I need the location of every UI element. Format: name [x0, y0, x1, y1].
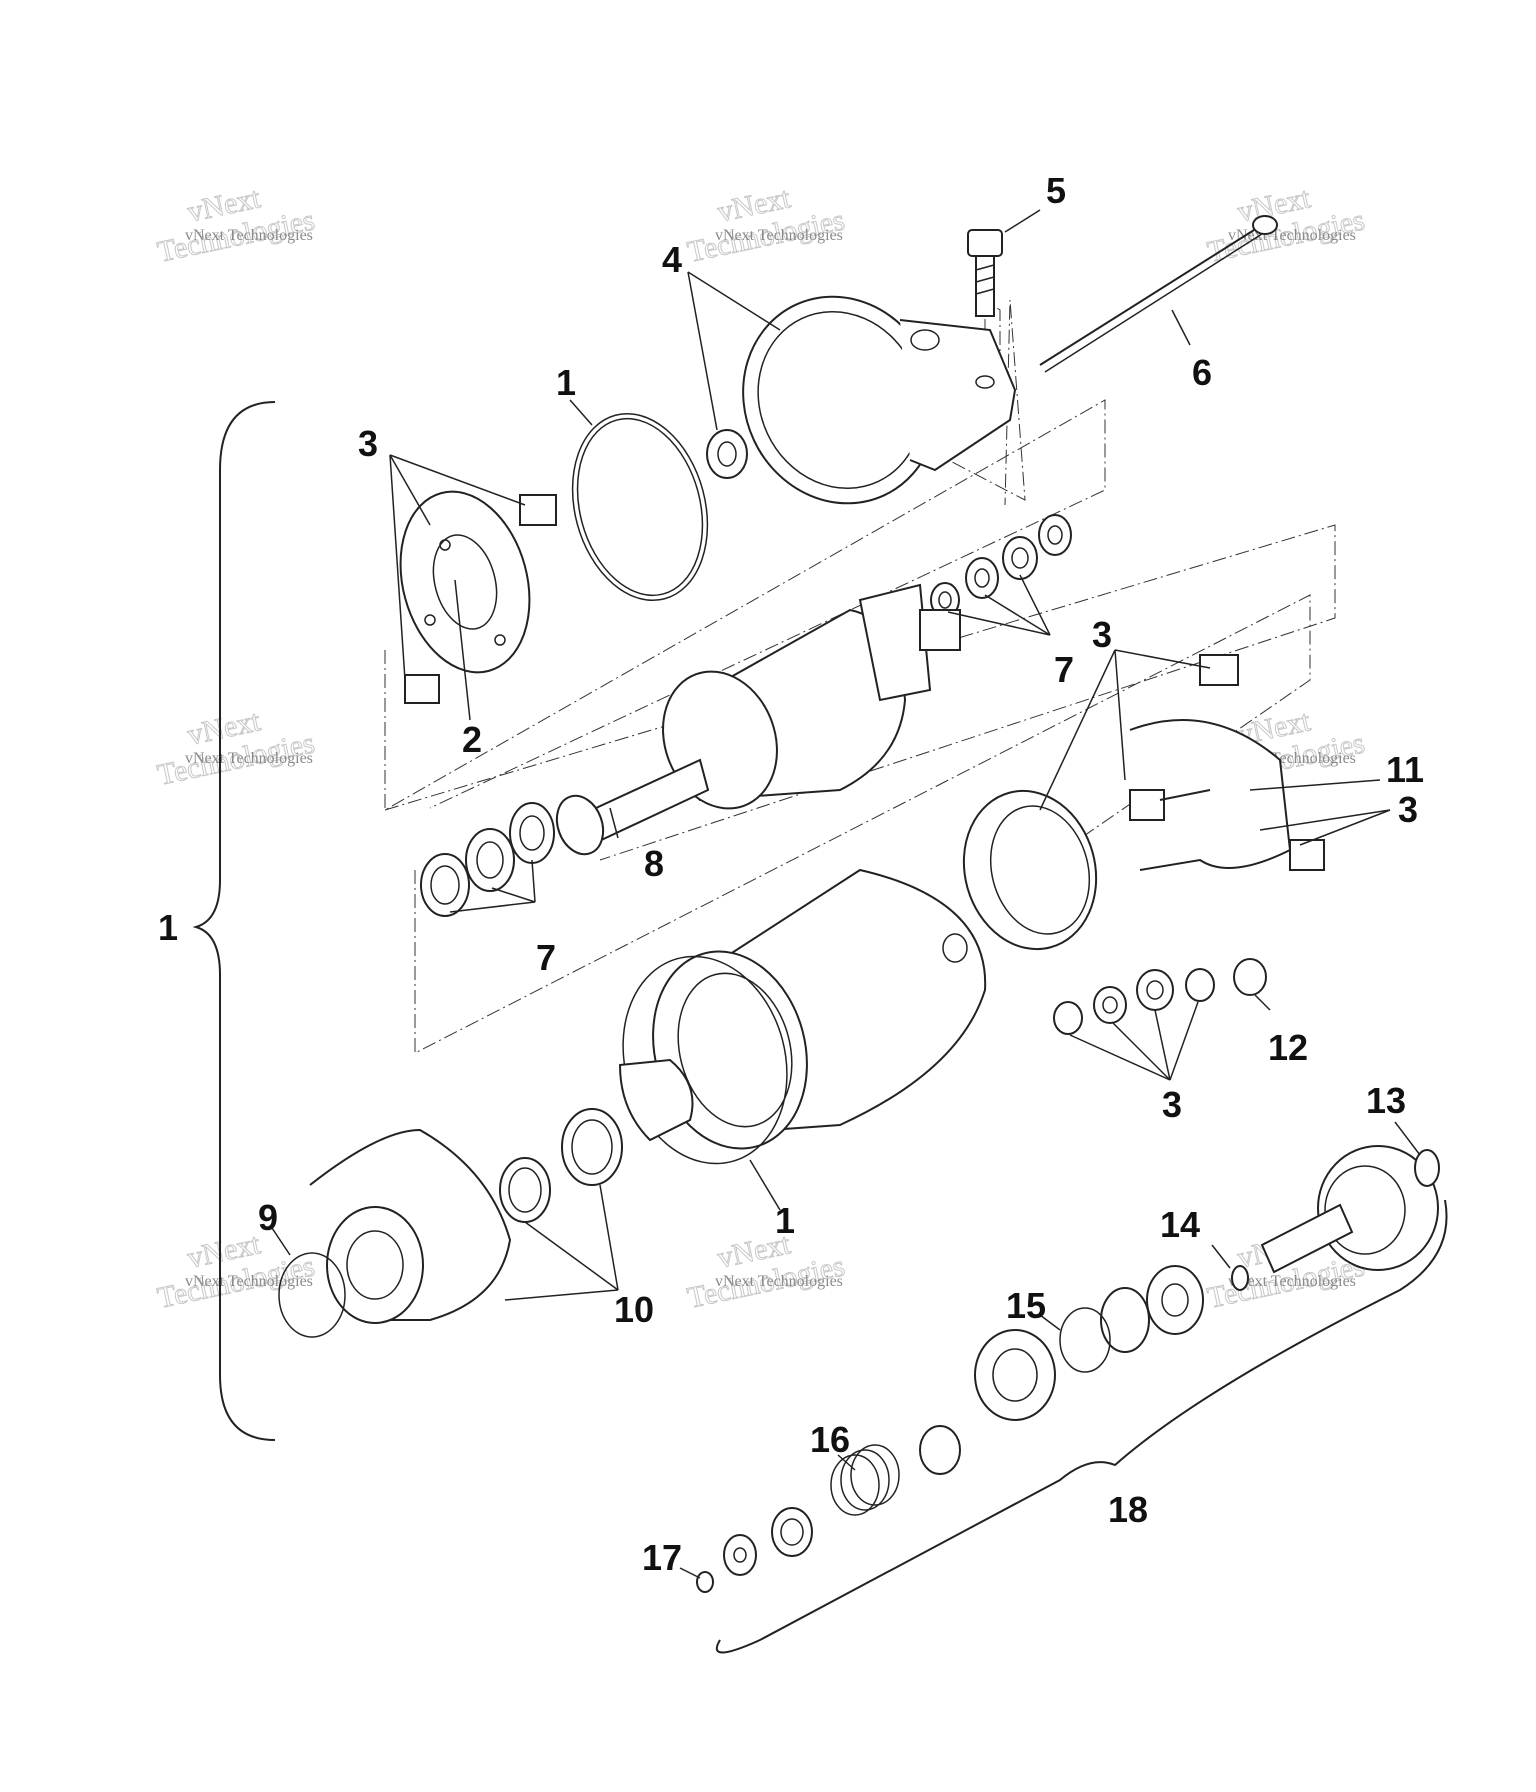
svg-text:vNext Technologies: vNext Technologies	[715, 1273, 843, 1290]
svg-text:vNext Technologies: vNext Technologies	[185, 227, 313, 244]
washer-stack-left	[420, 802, 555, 917]
svg-text:vNext Technologies: vNext Technologies	[715, 227, 843, 244]
callout-16: 16	[810, 1419, 850, 1460]
rear-bushing-bore	[717, 441, 737, 467]
assembly-brace	[192, 401, 276, 1441]
yoke-housing	[652, 868, 987, 1150]
callout-1-middle: 1	[775, 1200, 795, 1241]
o-ring-top-inner	[576, 417, 704, 597]
callout-1-top: 1	[556, 362, 576, 403]
callout-2: 2	[462, 719, 482, 760]
rear-bushing	[706, 429, 748, 479]
watermark-7: vNext Technologies vNext Technologies	[154, 1227, 318, 1316]
callout-10: 10	[614, 1289, 654, 1330]
callout-15: 15	[1006, 1285, 1046, 1326]
callout-6: 6	[1192, 352, 1212, 393]
callout-1-bracket: 1	[158, 907, 178, 948]
callout-3-mid-right: 3	[1092, 614, 1112, 655]
lock-plate	[618, 1058, 694, 1142]
washer-stack-bottom	[1053, 958, 1267, 1035]
callout-9: 9	[258, 1197, 278, 1238]
svg-text:vNext Technologies: vNext Technologies	[185, 750, 313, 767]
callout-7-top: 7	[1054, 649, 1074, 690]
callout-7-left: 7	[536, 937, 556, 978]
drive-assembly	[696, 1145, 1440, 1593]
callout-17: 17	[642, 1537, 682, 1578]
watermark-4: vNext Technologies vNext Technologies	[154, 704, 318, 793]
callout-3-top-left: 3	[358, 423, 378, 464]
bearing-set	[499, 1108, 623, 1223]
callout-18: 18	[1108, 1489, 1148, 1530]
rear-end-cover	[742, 295, 1017, 505]
o-ring-top	[571, 412, 709, 602]
o-ring-9	[278, 1252, 346, 1338]
through-bolt	[1039, 215, 1278, 373]
callout-13: 13	[1366, 1080, 1406, 1121]
callout-3-bottom: 3	[1162, 1084, 1182, 1125]
leader-lines	[269, 209, 1421, 1579]
brush-holder	[1129, 654, 1325, 871]
pole-ring	[962, 789, 1098, 951]
watermark-8: vNext Technologies vNext Technologies	[684, 1227, 848, 1316]
callout-12: 12	[1268, 1027, 1308, 1068]
washer-stack-top	[930, 514, 1072, 618]
watermark-1: vNext Technologies vNext Technologies	[154, 181, 318, 270]
mounting-bolt	[967, 229, 1003, 317]
front-housing	[309, 1128, 512, 1324]
callout-5: 5	[1046, 170, 1066, 211]
callout-11: 11	[1386, 749, 1424, 790]
callout-4: 4	[662, 239, 682, 280]
brush-plate	[399, 490, 557, 704]
callout-8: 8	[644, 843, 664, 884]
callout-14: 14	[1160, 1204, 1200, 1245]
svg-text:vNext Technologies: vNext Technologies	[1228, 1273, 1356, 1290]
drive-brace	[715, 1199, 1448, 1654]
callout-labels: 1 1 1 2 3 3 3 3 4 5 6 7 7 8 9 10 11 12 1…	[158, 170, 1424, 1578]
svg-text:vNext Technologies: vNext Technologies	[185, 1273, 313, 1290]
watermark-2: vNext Technologies vNext Technologies	[684, 181, 848, 270]
armature	[555, 583, 961, 856]
callout-3-right: 3	[1398, 789, 1418, 830]
